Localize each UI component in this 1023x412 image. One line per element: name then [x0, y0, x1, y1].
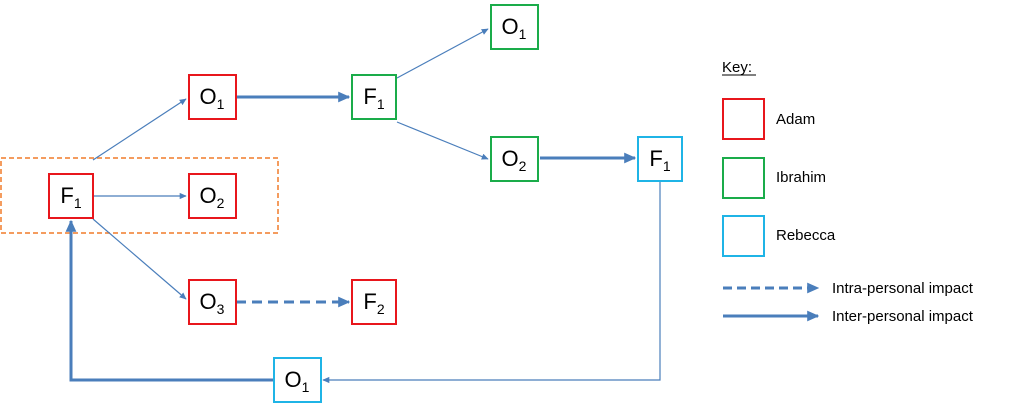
svg-text:F2: F2 [363, 289, 384, 317]
node-rebecca-f1: F1 [637, 136, 683, 182]
arrow-rebecca-o1-to-adam-f1 [65, 219, 274, 382]
node-adam-f1: F1 [48, 173, 94, 219]
node-ibrahim-o2: O2 [490, 136, 539, 182]
legend-swatch-adam [722, 98, 765, 140]
node-letter: F [363, 84, 376, 109]
node-letter: O [200, 183, 217, 208]
arrow-ibrahim-f1-to-o1 [396, 28, 489, 79]
node-subscript: 3 [217, 301, 225, 317]
node-subscript: 1 [74, 195, 82, 211]
node-letter: O [502, 146, 519, 171]
arrow-ibrahim-f1-to-o2 [396, 121, 489, 160]
legend-label-intra: Intra-personal impact [832, 280, 974, 297]
legend-title: Key: [722, 59, 752, 76]
node-subscript: 1 [663, 158, 671, 174]
node-subscript: 2 [217, 195, 225, 211]
svg-text:O1: O1 [200, 84, 225, 112]
node-adam-f2: F2 [351, 279, 397, 325]
svg-text:O1: O1 [502, 14, 527, 42]
svg-text:F1: F1 [649, 146, 670, 174]
svg-text:F1: F1 [60, 183, 81, 211]
svg-text:O2: O2 [200, 183, 225, 211]
legend-label-rebecca: Rebecca [776, 227, 836, 244]
svg-text:O3: O3 [200, 289, 225, 317]
node-adam-o1: O1 [188, 74, 237, 120]
node-subscript: 2 [519, 158, 527, 174]
node-letter: O [502, 14, 519, 39]
node-letter: O [200, 84, 217, 109]
node-letter: F [649, 146, 662, 171]
node-subscript: 1 [377, 96, 385, 112]
legend-swatch-ibrahim [722, 157, 765, 199]
arrow-rebecca-f1-to-o1 [322, 180, 661, 384]
legend-label-adam: Adam [776, 111, 815, 128]
node-letter: O [285, 367, 302, 392]
legend-label-inter: Inter-personal impact [832, 308, 974, 325]
legend: Key: Adam Ibrahim Rebecca Intra-personal… [722, 59, 974, 325]
svg-text:O2: O2 [502, 146, 527, 174]
svg-text:O1: O1 [285, 367, 310, 395]
svg-text:F1: F1 [363, 84, 384, 112]
node-subscript: 1 [519, 26, 527, 42]
node-subscript: 2 [377, 301, 385, 317]
node-adam-o2: O2 [188, 173, 237, 219]
node-subscript: 1 [302, 379, 310, 395]
arrow-adam-f1-to-o1 [92, 98, 187, 161]
node-adam-o3: O3 [188, 279, 237, 325]
legend-label-ibrahim: Ibrahim [776, 169, 826, 186]
arrow-adam-f1-to-o3 [92, 218, 187, 300]
node-subscript: 1 [217, 96, 225, 112]
legend-swatch-rebecca [722, 215, 765, 257]
node-ibrahim-o1: O1 [490, 4, 539, 50]
node-letter: F [60, 183, 73, 208]
group-outline [0, 157, 279, 234]
node-rebecca-o1: O1 [273, 357, 322, 403]
node-ibrahim-f1: F1 [351, 74, 397, 120]
node-letter: O [200, 289, 217, 314]
node-letter: F [363, 289, 376, 314]
